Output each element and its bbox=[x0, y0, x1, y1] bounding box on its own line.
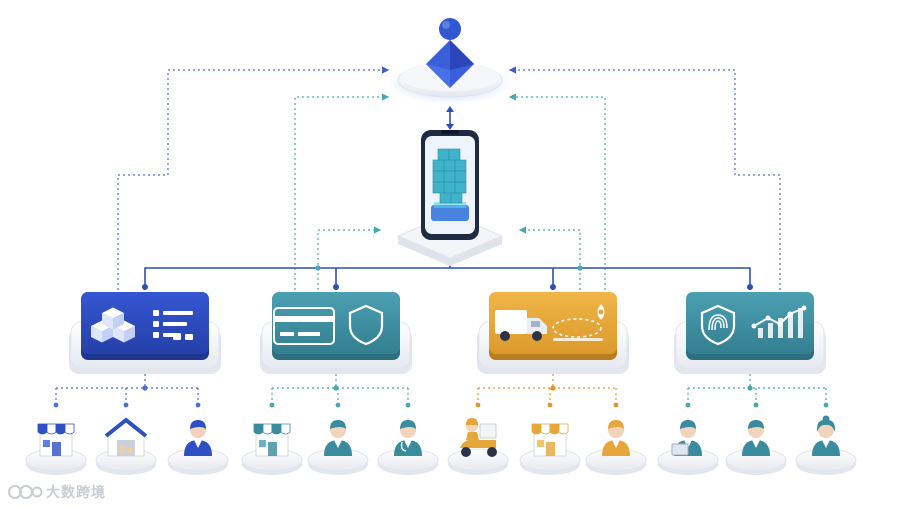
node-dot bbox=[747, 385, 753, 391]
delivery-scooter-icon bbox=[460, 418, 497, 457]
solid-link-bus bbox=[144, 267, 751, 290]
node-dot bbox=[335, 402, 341, 408]
hub-device-arrow-up bbox=[446, 106, 454, 112]
dashed-link-left-inner bbox=[294, 93, 390, 290]
dashed-link-device-left bbox=[317, 226, 382, 290]
node-dot bbox=[613, 402, 619, 408]
dashed-link-left-outer bbox=[117, 66, 390, 290]
leaf-connection-lines bbox=[53, 374, 829, 408]
node-dot bbox=[269, 402, 275, 408]
user-icon bbox=[324, 420, 352, 456]
node-dot bbox=[333, 385, 339, 391]
node-dot bbox=[547, 402, 553, 408]
node-dot bbox=[685, 402, 691, 408]
node-dot bbox=[123, 402, 129, 408]
leaf-node bbox=[519, 423, 581, 475]
leaf-node bbox=[795, 415, 857, 475]
module-logistics bbox=[477, 292, 629, 374]
leaf-node bbox=[167, 420, 229, 475]
user-icon bbox=[602, 420, 630, 456]
hub-device-arrow-down bbox=[446, 124, 454, 130]
shield-icon bbox=[348, 304, 384, 346]
leaf-node bbox=[447, 418, 509, 475]
node-dot bbox=[577, 265, 583, 271]
storefront-icon bbox=[253, 423, 291, 457]
node-dot bbox=[333, 284, 339, 290]
leaf-node bbox=[307, 420, 369, 475]
node-dot bbox=[315, 265, 321, 271]
diamond-node-icon bbox=[426, 18, 474, 88]
watermark-logo bbox=[8, 484, 42, 500]
module-row bbox=[69, 292, 826, 374]
storefront-icon bbox=[37, 423, 75, 457]
module-panel bbox=[686, 292, 814, 354]
module-payment bbox=[260, 292, 412, 374]
boxes-icon bbox=[91, 307, 135, 343]
leaf-row bbox=[25, 415, 857, 475]
node-dot bbox=[405, 402, 411, 408]
leaf-platform-top bbox=[447, 448, 509, 472]
leaf-node bbox=[95, 417, 157, 475]
smartphone-cubes-icon bbox=[421, 130, 479, 240]
storefront-icon bbox=[531, 423, 569, 457]
user-icon bbox=[742, 420, 770, 456]
laptop-user-icon bbox=[671, 420, 702, 456]
truck-icon bbox=[495, 310, 547, 341]
warehouse-icon bbox=[104, 417, 148, 457]
trend-chart-icon bbox=[751, 305, 807, 338]
list-icon bbox=[153, 310, 193, 340]
doctor-user-icon bbox=[394, 420, 422, 456]
node-dot bbox=[747, 284, 753, 290]
watermark: 大数跨境 bbox=[8, 482, 106, 502]
connection-lines bbox=[117, 66, 781, 290]
watermark-text: 大数跨境 bbox=[46, 485, 106, 501]
leaf-node bbox=[725, 420, 787, 475]
node-dot bbox=[142, 284, 148, 290]
leaf-node bbox=[241, 423, 303, 475]
fingerprint-shield-icon bbox=[700, 304, 736, 346]
leaf-node bbox=[657, 420, 719, 475]
module-inventory bbox=[69, 292, 221, 374]
credit-card-icon bbox=[273, 307, 335, 345]
node-dot bbox=[753, 402, 759, 408]
dashed-link-right-outer bbox=[508, 66, 781, 290]
node-dot bbox=[550, 284, 556, 290]
node-dot bbox=[53, 402, 59, 408]
route-pin-icon bbox=[552, 304, 605, 341]
dashed-link-right-inner bbox=[508, 93, 606, 290]
node-dot bbox=[550, 385, 556, 391]
leaf-node bbox=[585, 420, 647, 475]
female-user-icon bbox=[812, 415, 840, 456]
leaf-node bbox=[377, 420, 439, 475]
user-icon bbox=[184, 420, 212, 456]
node-dot bbox=[475, 402, 481, 408]
leaf-node bbox=[25, 423, 87, 475]
node-dot bbox=[195, 402, 201, 408]
mobile-device bbox=[396, 130, 504, 266]
node-dot bbox=[823, 402, 829, 408]
central-hub bbox=[388, 18, 512, 104]
dashed-link-device-right bbox=[518, 226, 581, 290]
node-dot bbox=[142, 385, 148, 391]
module-security-analytics bbox=[674, 292, 826, 374]
